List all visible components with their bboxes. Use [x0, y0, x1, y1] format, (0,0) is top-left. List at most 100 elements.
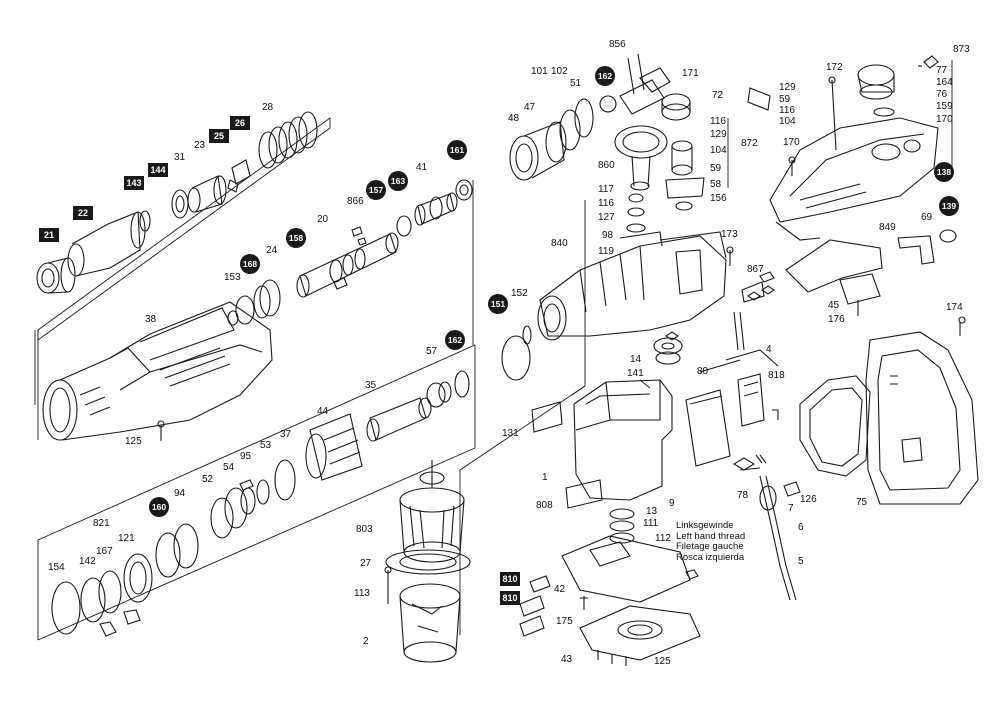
label-112: 112 — [655, 533, 671, 544]
badge-157: 157 — [366, 180, 386, 200]
tag-143: 143 — [124, 176, 144, 190]
thread-note-de: Linksgewinde — [676, 520, 734, 531]
badge-163: 163 — [388, 171, 408, 191]
label-43: 43 — [561, 654, 573, 665]
label-38: 38 — [145, 314, 157, 325]
thread-note-en: Left hand thread — [676, 530, 746, 542]
top-cover-assembly — [769, 55, 939, 241]
label-42: 42 — [554, 584, 566, 595]
label-116-top: 116 — [779, 105, 795, 116]
rear-handle — [799, 316, 979, 505]
label-24: 24 — [266, 245, 278, 256]
badge-139: 139 — [939, 196, 959, 216]
left-hand-thread-note: Linksgewinde Left hand thread Filetage g… — [676, 520, 746, 563]
thread-note-es: Rosca izquierda — [676, 551, 745, 563]
label-53: 53 — [260, 440, 272, 451]
barrel-assembly — [305, 325, 532, 481]
label-75: 75 — [856, 497, 868, 508]
label-113: 113 — [354, 588, 370, 599]
badge-161: 161 — [447, 140, 467, 160]
label-95: 95 — [240, 451, 252, 462]
label-174: 174 — [946, 302, 963, 313]
label-20: 20 — [317, 214, 329, 225]
label-141: 141 — [627, 368, 644, 379]
label-45: 45 — [828, 300, 840, 311]
label-77: 77 — [936, 65, 948, 76]
label-153: 153 — [224, 272, 241, 283]
label-121: 121 — [118, 533, 135, 544]
label-154: 154 — [48, 562, 65, 573]
label-125-bottom: 125 — [654, 656, 671, 667]
label-821: 821 — [93, 518, 110, 529]
switch-cable-assembly — [685, 281, 801, 601]
label-37: 37 — [280, 429, 292, 440]
label-54: 54 — [223, 462, 235, 473]
base-assembly — [519, 508, 701, 666]
label-129-top: 129 — [779, 82, 796, 93]
label-808: 808 — [536, 500, 553, 511]
label-52: 52 — [202, 474, 214, 485]
tag-21: 21 — [39, 228, 59, 242]
thread-note-fr: Filetage gauche — [676, 541, 744, 552]
badge-151: 151 — [488, 294, 508, 314]
label-4: 4 — [766, 344, 772, 355]
front-housing — [42, 301, 273, 441]
label-129-mid: 129 — [710, 129, 727, 140]
label-59-mid: 59 — [710, 163, 722, 174]
bracket-parts — [726, 229, 957, 316]
label-172: 172 — [826, 62, 843, 73]
label-94: 94 — [174, 488, 186, 499]
label-152: 152 — [511, 288, 528, 299]
label-818: 818 — [768, 370, 785, 381]
label-27: 27 — [360, 558, 372, 569]
label-171: 171 — [682, 68, 699, 79]
label-173: 173 — [721, 229, 738, 240]
label-142: 142 — [79, 556, 96, 567]
label-2: 2 — [363, 636, 369, 647]
label-872: 872 — [741, 138, 758, 149]
label-176: 176 — [828, 314, 845, 325]
label-873: 873 — [953, 44, 970, 55]
label-104-mid: 104 — [710, 145, 727, 156]
label-126: 126 — [800, 494, 817, 505]
label-23: 23 — [194, 140, 206, 151]
label-849: 849 — [879, 222, 896, 233]
label-131: 131 — [502, 428, 519, 439]
label-127: 127 — [598, 212, 615, 223]
badge-158: 158 — [286, 228, 306, 248]
label-170-cover: 170 — [783, 137, 800, 148]
label-102: 102 — [551, 66, 568, 77]
label-170-top: 170 — [936, 114, 953, 125]
label-167: 167 — [96, 546, 113, 557]
motor-housing — [531, 331, 683, 509]
tag-810-lower: 810 — [500, 591, 520, 605]
label-31: 31 — [174, 152, 186, 163]
label-28: 28 — [262, 102, 274, 113]
label-867: 867 — [747, 264, 764, 275]
label-125-left: 125 — [125, 436, 142, 447]
label-48: 48 — [508, 113, 520, 124]
label-164: 164 — [936, 77, 953, 88]
label-6: 6 — [798, 522, 804, 533]
label-116-mid: 116 — [710, 116, 726, 127]
label-116-low: 116 — [598, 198, 614, 209]
label-856: 856 — [609, 39, 626, 50]
label-35: 35 — [365, 380, 377, 391]
group-frames — [34, 60, 953, 641]
label-47: 47 — [524, 102, 536, 113]
badge-160: 160 — [149, 497, 169, 517]
badge-138: 138 — [934, 162, 954, 182]
label-69: 69 — [921, 212, 933, 223]
label-7: 7 — [788, 503, 794, 514]
label-80: 80 — [697, 366, 709, 377]
label-111: 111 — [643, 518, 659, 529]
label-101: 101 — [531, 66, 548, 77]
tag-25: 25 — [209, 129, 229, 143]
label-117: 117 — [598, 184, 614, 195]
label-14: 14 — [630, 354, 642, 365]
badge-168: 168 — [240, 254, 260, 274]
label-1: 1 — [542, 472, 548, 483]
label-803: 803 — [356, 524, 373, 535]
